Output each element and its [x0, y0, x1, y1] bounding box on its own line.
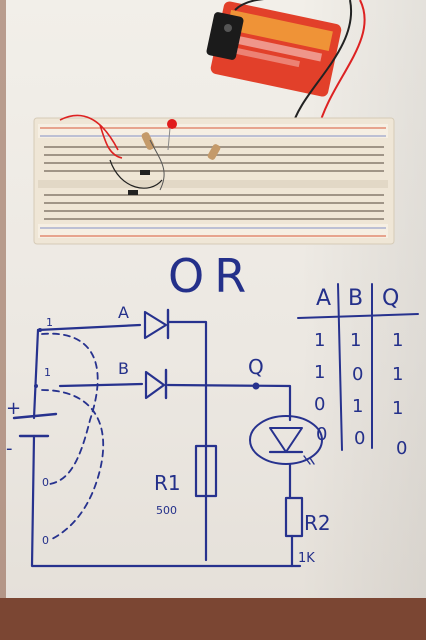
resistor-r2: [284, 496, 304, 538]
breadboard-components: [59, 114, 221, 195]
battery-plus: +: [6, 398, 21, 419]
resistor-r1: [194, 444, 218, 498]
truth-r3-b: 1: [352, 396, 363, 417]
battery-9v: [206, 1, 342, 97]
truth-header-a: A: [316, 286, 331, 311]
label-q: Q: [248, 355, 264, 379]
label-r2: R2: [304, 511, 331, 535]
truth-r2-b: 0: [352, 364, 363, 385]
diode-b: [144, 368, 168, 400]
truth-r3-a: 0: [314, 394, 325, 415]
output-node: [252, 382, 260, 390]
truth-r2-q: 1: [392, 364, 403, 385]
label-b: B: [118, 359, 129, 378]
truth-r1-a: 1: [314, 330, 325, 351]
truth-header-line: [297, 313, 419, 319]
table-edge-left: [0, 0, 6, 640]
value-r2: 1K: [298, 551, 315, 566]
truth-r4-a: 0: [316, 424, 327, 445]
paper-shadow: [300, 0, 426, 600]
truth-table: A B Q 1 1 1 1 0 1 0 1 1 0 0 0: [297, 283, 419, 459]
switch-b-high: 1: [44, 366, 51, 379]
truth-r1-q: 1: [392, 330, 403, 351]
value-r1: 500: [156, 504, 177, 517]
truth-r1-b: 1: [350, 330, 361, 351]
label-a: A: [118, 303, 129, 322]
switch-a-low: 0: [42, 476, 49, 489]
truth-header-q: Q: [382, 286, 399, 311]
truth-r4-q: 0: [396, 438, 407, 459]
led-symbol: [249, 415, 323, 465]
breadboard: [33, 117, 395, 245]
circuit-title: OR: [168, 249, 256, 303]
truth-r4-b: 0: [354, 428, 365, 449]
battery-wires: [234, 0, 366, 131]
truth-r2-a: 1: [314, 362, 325, 383]
switch-b-low: 0: [42, 534, 49, 547]
switch-a-high: 1: [46, 316, 53, 329]
diode-a: [143, 308, 170, 340]
table-edge-bottom: [0, 598, 426, 640]
label-r1: R1: [154, 471, 181, 495]
battery-minus: -: [6, 438, 13, 459]
battery-plate-long: [12, 412, 58, 420]
truth-header-b: B: [348, 286, 363, 311]
truth-col-line-1: [337, 283, 343, 451]
circuit-drawing: OR A B Q +: [6, 249, 331, 568]
truth-r3-q: 1: [392, 398, 403, 419]
